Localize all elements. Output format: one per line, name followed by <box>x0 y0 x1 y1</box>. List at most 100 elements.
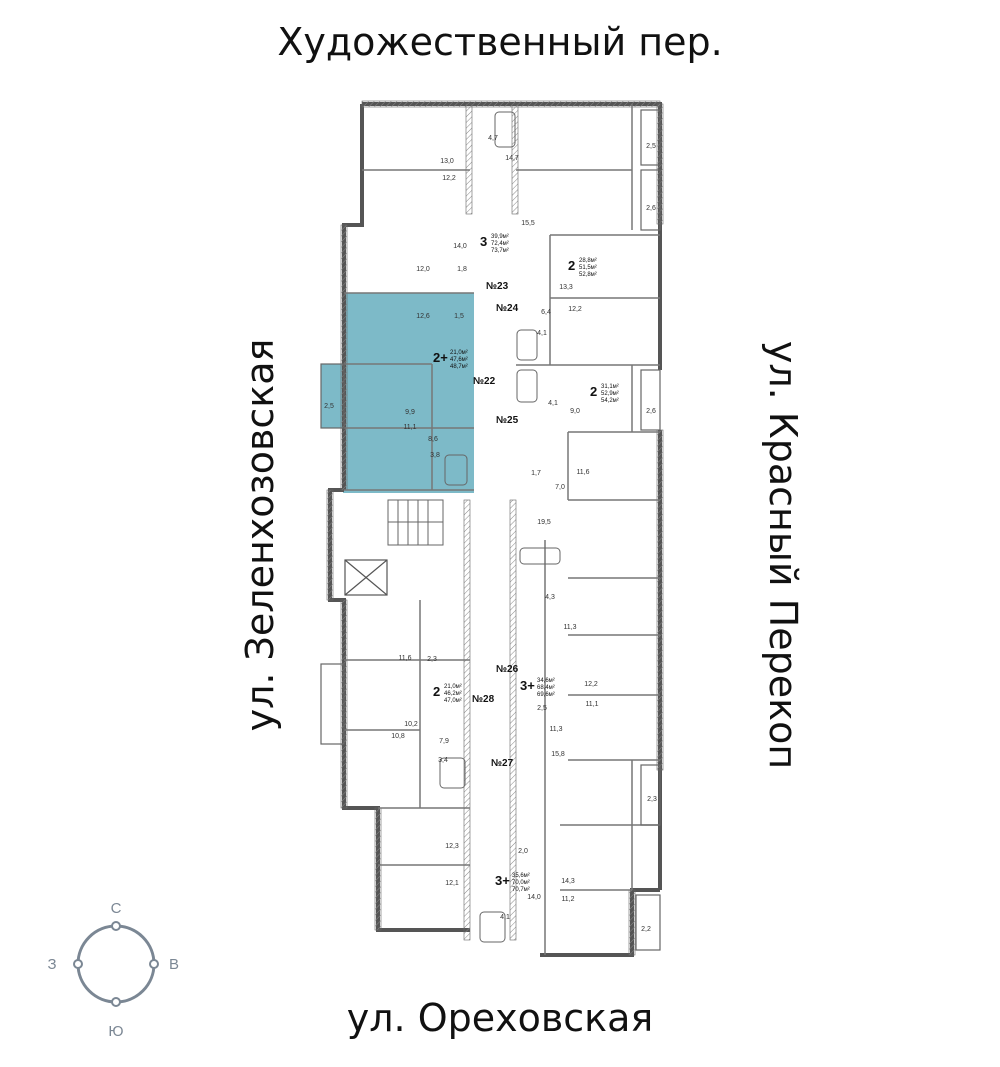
room-area-label: 6,4 <box>541 309 551 316</box>
room-area-label: 2,5 <box>537 705 547 712</box>
apartment-number-apt-27: №27 <box>491 758 514 769</box>
room-area-label: 12,1 <box>445 880 459 887</box>
room-area-label: 12,2 <box>584 681 598 688</box>
room-area-label: 13,3 <box>559 284 573 291</box>
room-area-label: 11,3 <box>549 726 562 733</box>
apartment-area-apt-24-1: 51,5м² <box>579 265 597 271</box>
compass-ring <box>76 924 156 1004</box>
apartment-area-apt-28-2: 47,0м² <box>444 698 462 704</box>
room-area-label: 2,0 <box>518 848 528 855</box>
room-area-label: 4,7 <box>488 135 498 142</box>
room-area-label: 8,6 <box>428 436 438 443</box>
room-area-label: 11,2 <box>561 896 574 903</box>
room-area-label: 12,0 <box>416 266 430 273</box>
apartment-area-apt-27-1: 70,0м² <box>512 880 530 886</box>
apartment-area-apt-23-1: 72,4м² <box>491 241 509 247</box>
apartment-area-apt-23-0: 39,9м² <box>491 234 509 240</box>
compass-north: С <box>111 900 122 917</box>
room-area-label: 2,5 <box>646 143 656 150</box>
apartment-area-apt-28-0: 21,0м² <box>444 684 462 690</box>
apartment-area-apt-22-0: 21,0м² <box>450 350 468 356</box>
room-area-label: 11,6 <box>576 469 589 476</box>
room-area-label: 4,1 <box>500 914 510 921</box>
room-area-label: 12,2 <box>442 175 456 182</box>
apartment-area-apt-27-2: 70,7м² <box>512 887 530 893</box>
wall-hatching <box>326 100 664 956</box>
room-area-label: 11,6 <box>398 655 411 662</box>
room-area-label: 2,3 <box>427 656 437 663</box>
apartment-type-apt-25: 2 <box>590 384 597 399</box>
apartment-area-apt-22-2: 48,7м² <box>450 364 468 370</box>
room-area-label: 15,8 <box>551 751 565 758</box>
apartment-area-apt-22-1: 47,6м² <box>450 357 468 363</box>
room-area-label: 2,6 <box>646 408 656 415</box>
room-area-label: 7,9 <box>439 738 449 745</box>
street-label-top: Художественный пер. <box>277 20 723 64</box>
room-area-label: 12,2 <box>568 306 582 313</box>
apartment-type-apt-22: 2+ <box>433 350 448 365</box>
apartment-type-apt-27: 3+ <box>495 873 510 888</box>
apartment-number-apt-24: №24 <box>496 303 519 314</box>
room-area-label: 1,5 <box>454 313 464 320</box>
room-area-label: 11,1 <box>403 424 416 431</box>
apartment-type-apt-24: 2 <box>568 258 575 273</box>
room-area-label: 19,5 <box>537 519 551 526</box>
apartment-area-apt-25-2: 54,2м² <box>601 398 619 404</box>
room-area-label: 4,3 <box>545 594 555 601</box>
room-area-label: 1,8 <box>457 266 467 273</box>
apartment-type-apt-23: 3 <box>480 234 487 249</box>
room-area-label: 11,3 <box>563 624 576 631</box>
apartment-area-apt-25-0: 31,1м² <box>601 384 619 390</box>
apartment-area-apt-27-0: 35,6м² <box>512 873 530 879</box>
apartment-area-apt-28-1: 46,2м² <box>444 691 462 697</box>
apartment-type-apt-26: 3+ <box>520 678 535 693</box>
room-area-label: 14,0 <box>527 894 541 901</box>
room-area-label: 12,6 <box>416 313 430 320</box>
apartment-number-apt-26: №26 <box>496 664 519 675</box>
room-area-label: 4,1 <box>548 400 558 407</box>
room-area-label: 9,9 <box>405 409 415 416</box>
room-area-label: 2,3 <box>647 796 657 803</box>
apartment-number-apt-25: №25 <box>496 415 519 426</box>
room-area-label: 3,8 <box>430 452 440 459</box>
elevator <box>344 559 388 596</box>
bathtubs <box>439 111 561 943</box>
apartment-type-apt-28: 2 <box>433 684 440 699</box>
room-area-label: 2,2 <box>641 926 651 933</box>
apartment-area-apt-25-1: 52,9м² <box>601 391 619 397</box>
compass-south: Ю <box>108 1023 123 1040</box>
highlighted-apartment[interactable] <box>321 293 474 493</box>
compass-east: В <box>169 956 179 973</box>
room-area-label: 2,6 <box>646 205 656 212</box>
room-area-label: 12,3 <box>445 843 459 850</box>
room-area-label: 7,0 <box>555 484 565 491</box>
room-area-label: 14,3 <box>561 878 575 885</box>
staircase <box>387 499 444 546</box>
room-area-label: 14,7 <box>505 155 519 162</box>
room-area-label: 9,0 <box>570 408 580 415</box>
room-area-label: 10,2 <box>404 721 418 728</box>
apartment-number-apt-23: №23 <box>486 281 509 292</box>
room-area-label: 13,0 <box>440 158 454 165</box>
apartment-area-apt-24-0: 28,8м² <box>579 258 597 264</box>
street-label-bottom: ул. Ореховская <box>346 996 654 1040</box>
room-area-label: 2,5 <box>324 403 334 410</box>
compass-west: З <box>47 956 56 973</box>
room-area-label: 1,7 <box>531 470 541 477</box>
interior-partitions <box>344 104 660 955</box>
room-area-label: 14,0 <box>453 243 467 250</box>
room-area-label: 4,1 <box>537 330 547 337</box>
room-area-label: 3,4 <box>438 757 448 764</box>
apartment-area-apt-24-2: 52,8м² <box>579 272 597 278</box>
apartment-area-apt-26-1: 68,4м² <box>537 685 555 691</box>
room-area-label: 15,5 <box>521 220 535 227</box>
room-area-label: 10,8 <box>391 733 405 740</box>
apartment-area-apt-23-2: 73,7м² <box>491 248 509 254</box>
room-area-labels: 4,7 14,7 13,0 12,2 2,5 2,6 15,5 14,0 12,0 1,8 13,3… <box>324 135 657 933</box>
apartment-number-apt-28: №28 <box>472 694 495 705</box>
balconies <box>320 109 661 951</box>
apartment-number-apt-22: №22 <box>473 376 496 387</box>
compass: С Ю З В <box>47 900 179 1040</box>
